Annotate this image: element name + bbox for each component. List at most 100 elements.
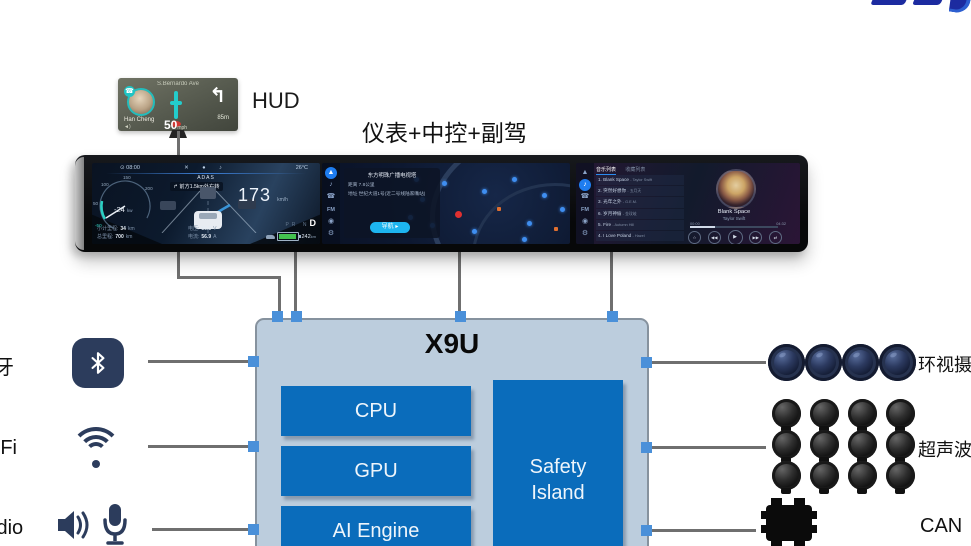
progress-bar[interactable] <box>690 226 778 228</box>
wifi-icon <box>70 427 122 473</box>
song-row[interactable]: 5. Fire - Autumn Hill <box>596 219 684 230</box>
center-console-screen: ▲ ♪ ☎ FM ◉ ⚙ 东方明珠广播电视塔 距离 7.8公里 地址 世纪大道1… <box>322 163 570 244</box>
song-row[interactable]: 6. 岁月神偷 - 金玟岐 <box>596 208 684 219</box>
connector-display <box>610 252 613 314</box>
chip-title: X9U <box>424 328 480 359</box>
play-button[interactable]: ▶ <box>727 230 743 244</box>
poi-title: 东方明珠广播电视塔 <box>367 173 417 179</box>
battery-icon <box>277 232 302 241</box>
now-playing-title: Blank Space <box>717 209 751 215</box>
chip-port <box>248 441 259 452</box>
chip-port <box>248 356 259 367</box>
ultrasonic-sensor-icon <box>772 461 801 494</box>
next-button[interactable]: ▶▶ <box>749 231 763 244</box>
car-icon <box>266 234 276 239</box>
music-note-icon[interactable]: ♪ <box>329 181 333 189</box>
ultrasonic-sensor-icon <box>810 430 839 463</box>
record-icon[interactable]: ◉ <box>581 217 589 225</box>
chip-port <box>641 357 652 368</box>
connector-cluster <box>177 252 180 279</box>
adas-label: ADAS <box>197 175 215 181</box>
turn-left-arrow-icon: ↰ <box>209 85 226 107</box>
repeat-button[interactable]: ⇄ <box>769 231 782 244</box>
cluster-time: ⊙ 08:00 <box>120 165 140 171</box>
connector-wifi <box>148 445 250 448</box>
bluetooth-label: 蓝牙 <box>0 357 14 379</box>
hud-street-name: S.Bernardo Ave <box>157 81 199 87</box>
time-elapsed: 00:00 <box>690 221 700 226</box>
turn-distance: 85m <box>217 115 229 121</box>
connector-display <box>458 252 461 314</box>
speaker-icon <box>52 504 96 546</box>
route-line <box>170 91 182 119</box>
gpu-block: GPU <box>281 446 471 496</box>
hud-speed-value: 50 <box>164 118 178 131</box>
record-icon[interactable]: ◉ <box>327 217 335 225</box>
ultrasonic-sensor-icon <box>810 399 839 432</box>
chip-port <box>248 524 259 535</box>
cluster-status-icons: ✕ ● ♪ <box>184 165 228 171</box>
cluster-divider <box>105 173 307 174</box>
nav-hint: ↱ 前方1.5km处右转 <box>169 182 224 191</box>
tab-music-list[interactable]: 音乐列表 <box>596 167 617 175</box>
ultrasonic-sensor-icon <box>810 461 839 494</box>
poi-address: 地址 世纪大道1号(近二号线陆家嘴站) <box>348 191 426 197</box>
ultrasonic-sensor-icon <box>848 461 877 494</box>
navigate-button[interactable]: 导航 ▸ <box>370 222 410 233</box>
ultrasonic-sensor-icon <box>848 430 877 463</box>
caller-name: Han Cheng <box>124 117 155 123</box>
screen-sidebar: ▲ ♪ ☎ FM ◉ ⚙ <box>576 163 594 244</box>
time-total: 04:32 <box>776 221 786 226</box>
ultrasonic-sensor-icon <box>848 399 877 432</box>
connector-cluster <box>177 276 281 279</box>
song-row[interactable]: 4. I Love Poland - Hazel <box>596 230 684 242</box>
fm-icon[interactable]: FM <box>581 206 589 213</box>
connector-ultrasonic <box>652 446 766 449</box>
song-row[interactable]: 2. 突然好想你 - 五月天 <box>596 186 684 197</box>
road-view <box>150 183 268 238</box>
chip-port <box>607 311 618 322</box>
ultrasonic-sensor-icon <box>886 430 915 463</box>
song-row[interactable]: 1. Blank Space - Taylor Swift <box>596 175 684 186</box>
connector-can <box>652 529 756 532</box>
camera-lens-icon <box>842 344 879 381</box>
can-chip-icon <box>761 498 817 546</box>
can-label: CAN <box>920 515 963 537</box>
gear-icon[interactable]: ⚙ <box>581 229 589 237</box>
chip-port <box>291 311 302 322</box>
tab-favorites[interactable]: 收藏列表 <box>625 167 646 173</box>
song-row[interactable]: 3. 光年之外 - G.E.M. <box>596 197 684 208</box>
chip-port <box>455 311 466 322</box>
poi-panel: 东方明珠广播电视塔 距离 7.8公里 地址 世纪大道1号(近二号线陆家嘴站) 导… <box>344 168 440 238</box>
gear-icon[interactable]: ⚙ <box>327 229 335 237</box>
ultrasonic-sensor-icon <box>886 399 915 432</box>
now-playing-artist: Taylor Swift <box>722 216 746 221</box>
audio-label: Audio <box>0 517 24 539</box>
nav-icon[interactable]: ▲ <box>581 169 589 177</box>
ultrasonic-sensor-icon <box>886 461 915 494</box>
chip-port <box>272 311 283 322</box>
ultrasonic-sensor-icon <box>772 399 801 432</box>
fm-icon[interactable]: FM <box>327 206 335 213</box>
nav-icon[interactable]: ▲ <box>325 167 337 180</box>
favorite-button[interactable]: ☆ <box>688 231 701 244</box>
song-list: 音乐列表 收藏列表 1. Blank Space - Taylor Swift … <box>596 166 684 242</box>
music-note-icon[interactable]: ♪ <box>579 179 591 192</box>
phone-icon[interactable]: ☎ <box>326 193 336 201</box>
connector-hud <box>177 131 180 157</box>
previous-button[interactable]: ◀◀ <box>707 231 721 244</box>
wifi-label: WiFi <box>0 437 17 459</box>
cluster-speed: 173 km/h <box>238 185 288 205</box>
handsfree-icon: ◄) <box>124 124 131 130</box>
album-art <box>716 169 756 209</box>
camera-lens-icon <box>805 344 842 381</box>
poi-distance: 距离 7.8公里 <box>348 182 375 187</box>
cpu-block: CPU <box>281 386 471 436</box>
pillar-to-pillar-display: ⊙ 08:00 ✕ ● ♪ 26°C ADAS ↱ 前方1.5km处右转 50 … <box>75 155 808 252</box>
phone-icon[interactable]: ☎ <box>580 193 590 201</box>
camera-lens-icon <box>768 344 805 381</box>
